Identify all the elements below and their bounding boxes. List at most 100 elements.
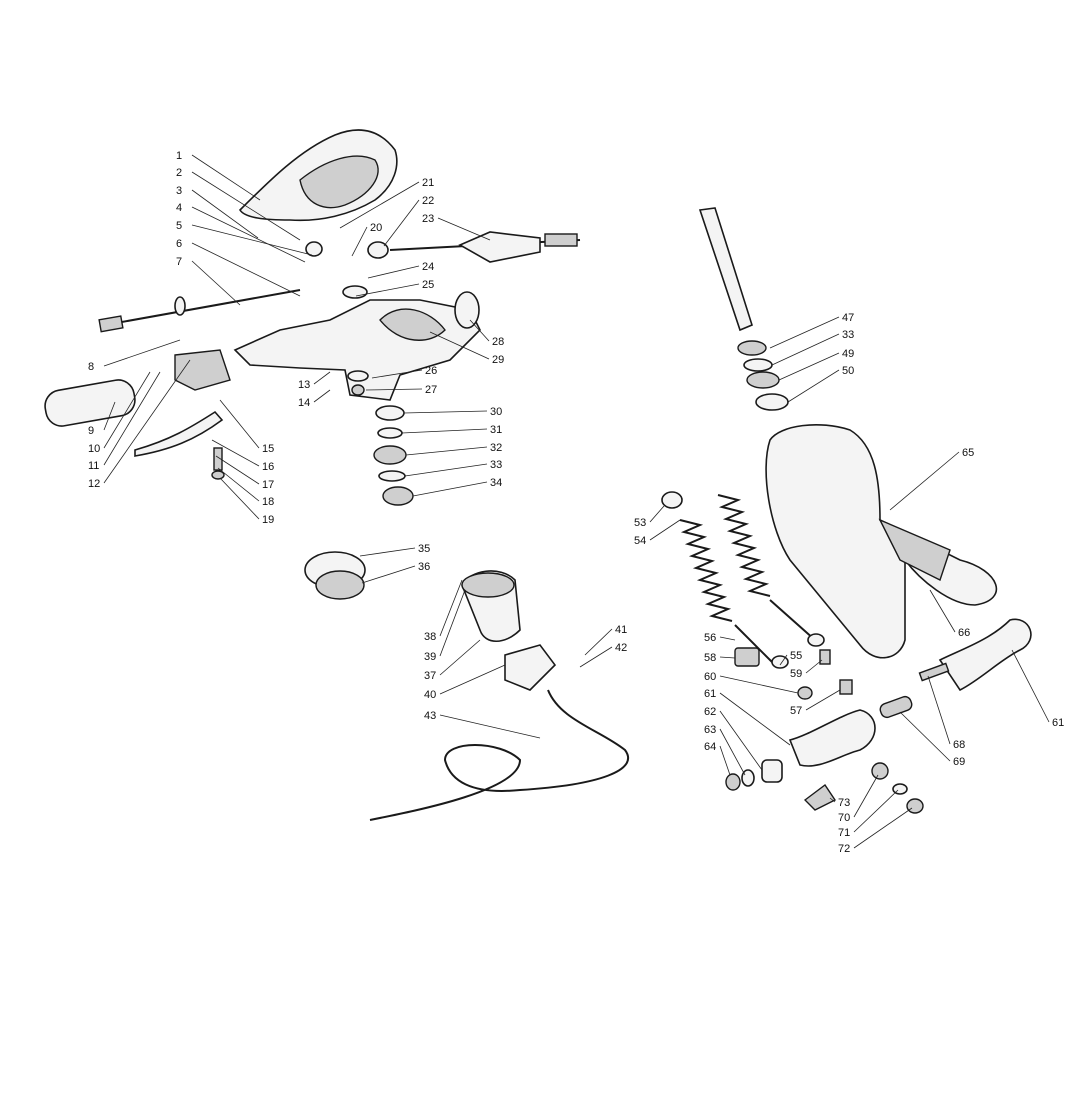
fork-stem bbox=[698, 207, 753, 332]
leader-line bbox=[584, 628, 613, 656]
leader-line bbox=[439, 664, 506, 695]
left-handlebar-rod bbox=[104, 289, 301, 326]
washer-63 bbox=[741, 769, 755, 787]
ball-60 bbox=[797, 686, 813, 700]
bearing-part-30 bbox=[375, 405, 405, 421]
leader-line bbox=[719, 656, 736, 659]
part-number-label: 21 bbox=[422, 177, 434, 189]
part-number-label: 15 bbox=[262, 443, 274, 455]
part-number-label: 64 bbox=[704, 741, 716, 753]
part-number-label: 3 bbox=[176, 185, 182, 197]
part-number-label: 38 bbox=[424, 631, 436, 643]
leader-line bbox=[439, 579, 463, 637]
leader-line bbox=[219, 399, 260, 449]
leader-line bbox=[771, 333, 840, 366]
leader-line bbox=[649, 519, 681, 541]
leader-line bbox=[579, 646, 613, 668]
speedometer-face bbox=[461, 572, 515, 598]
leader-line bbox=[383, 199, 420, 247]
part-number-label: 33 bbox=[842, 329, 854, 341]
part-number-label: 12 bbox=[88, 478, 100, 490]
leader-line bbox=[211, 439, 260, 467]
parts-drawing bbox=[44, 129, 1032, 821]
part-number-label: 14 bbox=[298, 397, 310, 409]
bearing-part-31 bbox=[377, 427, 403, 439]
leader-line bbox=[779, 654, 788, 666]
leader-line bbox=[649, 505, 665, 523]
part-number-label: 5 bbox=[176, 220, 182, 232]
nut-64 bbox=[725, 773, 741, 791]
handlebar-clamp bbox=[379, 308, 446, 341]
speedometer-cable bbox=[369, 689, 630, 821]
front-fork bbox=[765, 424, 998, 659]
leader-line bbox=[805, 689, 841, 711]
stem-nut-47 bbox=[737, 340, 767, 356]
leader-line bbox=[929, 589, 956, 633]
bearing-part-32 bbox=[373, 445, 407, 465]
part-number-label: 25 bbox=[422, 279, 434, 291]
leader-line bbox=[853, 807, 913, 849]
leader-line bbox=[103, 401, 116, 431]
spring-54 bbox=[679, 519, 733, 622]
speedometer-gasket bbox=[315, 570, 365, 600]
rod-end-left bbox=[98, 315, 124, 333]
part-number-label: 53 bbox=[634, 517, 646, 529]
leader-line bbox=[219, 477, 260, 520]
leader-line bbox=[719, 745, 731, 776]
part-number-label: 2 bbox=[176, 167, 182, 179]
part-number-label: 17 bbox=[262, 479, 274, 491]
part-number-label: 47 bbox=[842, 312, 854, 324]
part-number-label: 49 bbox=[842, 348, 854, 360]
washer-55 bbox=[771, 655, 789, 669]
leader-line bbox=[778, 352, 840, 381]
part-number-label: 34 bbox=[490, 477, 502, 489]
part-number-label: 68 bbox=[953, 739, 965, 751]
nut-72 bbox=[906, 798, 924, 814]
part-number-label: 39 bbox=[424, 651, 436, 663]
part-number-label: 40 bbox=[424, 689, 436, 701]
part-number-label: 19 bbox=[262, 514, 274, 526]
part-number-label: 54 bbox=[634, 535, 646, 547]
leader-line bbox=[719, 692, 791, 746]
leader-line bbox=[719, 675, 799, 694]
link-arm-right bbox=[938, 618, 1032, 692]
part-labels: 1234567212223202425282989101112131426271… bbox=[88, 150, 1064, 855]
clamp-part-5 bbox=[305, 241, 323, 257]
leader-line bbox=[439, 589, 466, 657]
bearing-balls-33 bbox=[378, 470, 406, 482]
leader-line bbox=[215, 455, 260, 485]
part-number-label: 72 bbox=[838, 843, 850, 855]
part-number-label: 33 bbox=[490, 459, 502, 471]
leader-line bbox=[191, 171, 301, 241]
part-number-label: 50 bbox=[842, 365, 854, 377]
leader-line bbox=[412, 481, 488, 497]
part-number-label: 32 bbox=[490, 442, 502, 454]
leader-line bbox=[403, 410, 488, 414]
leader-line bbox=[829, 797, 836, 803]
leader-line bbox=[439, 639, 481, 676]
damper-rod-56 bbox=[734, 624, 776, 666]
part-number-label: 37 bbox=[424, 670, 436, 682]
part-number-label: 60 bbox=[704, 671, 716, 683]
leader-line bbox=[103, 339, 181, 367]
leader-line bbox=[103, 371, 161, 466]
spring-inner bbox=[717, 494, 771, 597]
part-number-label: 27 bbox=[425, 384, 437, 396]
adjuster-screw bbox=[213, 447, 223, 471]
part-number-label: 29 bbox=[492, 354, 504, 366]
leader-line bbox=[899, 711, 951, 762]
leader-line bbox=[404, 463, 488, 477]
leader-line bbox=[313, 371, 331, 385]
part-number-label: 69 bbox=[953, 756, 965, 768]
stem-race-50 bbox=[755, 393, 789, 411]
part-number-label: 36 bbox=[418, 561, 430, 573]
part-number-label: 59 bbox=[790, 668, 802, 680]
lever bbox=[134, 410, 224, 457]
part-number-label: 62 bbox=[704, 706, 716, 718]
part-number-label: 63 bbox=[704, 724, 716, 736]
leader-line bbox=[429, 331, 490, 360]
headlamp-cover-shade bbox=[299, 155, 379, 209]
leader-line bbox=[103, 371, 151, 449]
part-number-label: 23 bbox=[422, 213, 434, 225]
